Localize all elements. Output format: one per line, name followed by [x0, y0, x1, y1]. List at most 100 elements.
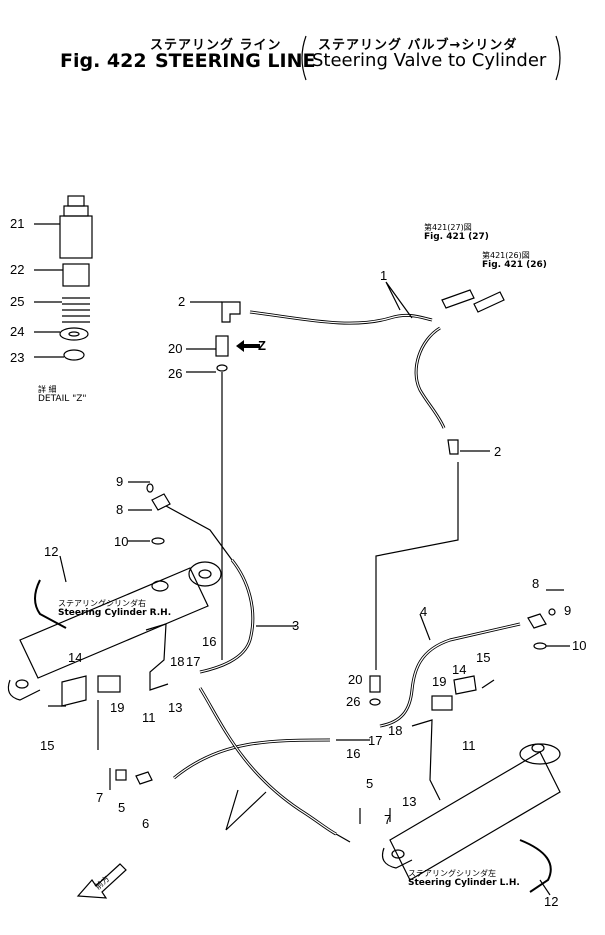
bolt-15-right	[481, 679, 495, 689]
callout-2-top: 2	[178, 294, 185, 309]
elbow-fitting-top	[221, 301, 241, 323]
callout-numbers: 21 22 25 24 23 2 20 26 1 2 9 8 10 12 3 1…	[10, 216, 586, 909]
clamp-14-left	[61, 675, 87, 707]
callout-5-right: 5	[366, 776, 373, 791]
page-subtitle: Steering Valve to Cylinder	[312, 50, 547, 71]
spacer-19-left	[97, 675, 121, 693]
callout-16-right: 16	[346, 746, 360, 761]
callout-24: 24	[10, 324, 24, 339]
callout-7-left: 7	[96, 790, 103, 805]
header-jp-title: ステアリング ライン	[150, 38, 282, 53]
callout-9-right: 9	[564, 603, 571, 618]
callout-23: 23	[10, 350, 24, 365]
callout-12-left: 12	[44, 544, 58, 559]
callout-7-right: 7	[384, 812, 391, 827]
plug-9-left	[146, 483, 154, 493]
callout-6: 6	[142, 816, 149, 831]
cylinder-lh-jp: ステアリングシリンダ左	[408, 869, 496, 878]
fitting-20-top	[215, 335, 229, 357]
callout-12-right: 12	[544, 894, 558, 909]
callout-11-left: 11	[142, 710, 156, 725]
rh-tube-12	[34, 579, 67, 629]
oring-26-top	[216, 364, 228, 372]
header-bracket-right	[555, 35, 561, 81]
ref-en-26: Fig. 421 (26)	[482, 260, 547, 270]
clamp-14-right	[453, 675, 477, 695]
elbow-fitting-right	[447, 439, 459, 455]
z-arrow-icon	[236, 340, 260, 352]
ref-en-27: Fig. 421 (27)	[424, 232, 489, 242]
cylinder-lh	[381, 743, 561, 881]
elbow-fitting-8-right	[527, 613, 547, 629]
header-bracket-left	[301, 35, 307, 81]
lower-hose-left	[173, 738, 331, 780]
callout-4: 4	[420, 604, 427, 619]
detail-leaders	[34, 223, 64, 358]
upper-right-hose	[414, 326, 446, 429]
front-arrow-icon	[76, 863, 127, 899]
line-vertical-right	[375, 462, 459, 670]
detail-jp: 詳 細	[38, 385, 57, 394]
callout-8-left: 8	[116, 502, 123, 517]
detail-z-parts	[59, 195, 93, 361]
callout-20-top: 20	[168, 341, 182, 356]
callout-21: 21	[10, 216, 24, 231]
oring-10-left	[151, 537, 165, 545]
callout-20-right: 20	[348, 672, 362, 687]
callout-22: 22	[10, 262, 24, 277]
callout-15-right: 15	[476, 650, 490, 665]
callout-10-left: 10	[114, 534, 128, 549]
z-arrow-label: Z	[258, 338, 266, 353]
callout-19-right: 19	[432, 674, 446, 689]
callout-15-left: 15	[40, 738, 54, 753]
callout-13-right: 13	[402, 794, 416, 809]
callout-10-right: 10	[572, 638, 586, 653]
callout-17-right: 17	[368, 733, 382, 748]
cylinder-rh-label: Steering Cylinder R.H.	[58, 608, 172, 618]
ref-jp-26: 第421(26)図	[482, 251, 530, 260]
ref-jp-27: 第421(27)図	[424, 223, 472, 232]
bracket-11-left	[145, 623, 169, 691]
bracket-11-right	[411, 719, 441, 801]
oring-10-right	[533, 642, 547, 650]
elbow-fitting-8-left	[151, 493, 171, 511]
front-arrow-label: 前方	[93, 873, 112, 891]
callout-26-top: 26	[168, 366, 182, 381]
detail-label: DETAIL "Z"	[38, 394, 87, 404]
plug-9-right	[548, 608, 556, 616]
callout-19-left: 19	[110, 700, 124, 715]
callout-14-right: 14	[452, 662, 466, 677]
upper-hose	[249, 310, 433, 325]
cylinder-rh-jp: ステアリングシリンダ右	[58, 599, 146, 608]
header-jp-subtitle: ステアリング バルブ→シリンダ	[318, 38, 518, 53]
cylinder-lh-label: Steering Cylinder L.H.	[408, 878, 520, 888]
ref-tube-27	[441, 289, 475, 309]
elbow-6-left	[135, 771, 153, 785]
callout-1: 1	[380, 268, 387, 283]
nipple-5-left	[115, 769, 127, 781]
callout-14-left: 14	[68, 650, 82, 665]
callout-11-right: 11	[462, 738, 476, 753]
callout-9-left: 9	[116, 474, 123, 489]
fitting-20-right	[369, 675, 381, 693]
callout-26-right: 26	[346, 694, 360, 709]
callout-3: 3	[292, 618, 299, 633]
callout-8-right: 8	[532, 576, 539, 591]
lower-hose-right	[198, 687, 337, 836]
callout-2-right: 2	[494, 444, 501, 459]
spacer-19-right	[431, 695, 453, 711]
tube-4	[379, 622, 521, 728]
ref-tube-26	[473, 291, 505, 313]
callout-25: 25	[10, 294, 24, 309]
callout-18-left: 18	[170, 654, 184, 669]
callout-18-right: 18	[388, 723, 402, 738]
tube-3	[199, 559, 255, 674]
callout-17-left: 17	[186, 654, 200, 669]
callout-13-left: 13	[168, 700, 182, 715]
page-title: STEERING LINE	[155, 50, 316, 72]
callout-16-left: 16	[202, 634, 216, 649]
oring-26-right	[369, 698, 381, 706]
figure-number: Fig. 422	[60, 50, 147, 72]
